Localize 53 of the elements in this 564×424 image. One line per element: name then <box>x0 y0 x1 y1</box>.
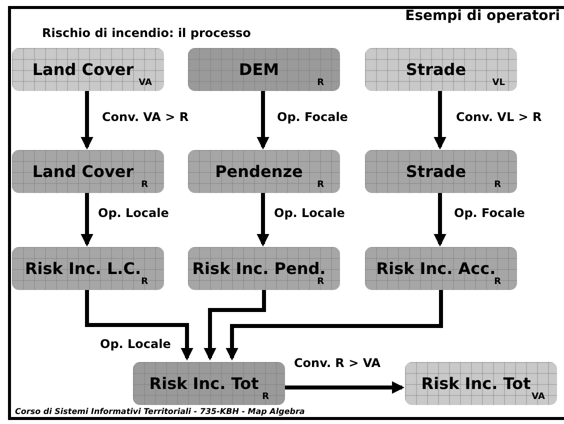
process-box <box>12 150 164 193</box>
type-subscript: VA <box>532 392 545 402</box>
arrow <box>256 91 270 150</box>
process-box <box>12 48 164 91</box>
arrow <box>434 91 446 150</box>
arrow <box>226 290 443 361</box>
box-label: Risk Inc. L.C. <box>24 259 142 278</box>
type-subscript: VA <box>138 78 152 88</box>
edge-label: Conv. R > VA <box>292 356 383 370</box>
type-subscript: R <box>141 180 148 190</box>
type-subscript: VL <box>492 78 505 88</box>
process-box <box>133 362 285 405</box>
edge-label: Conv. VA > R <box>100 110 191 124</box>
edge-label: Op. Locale <box>98 337 173 351</box>
arrow <box>204 290 266 361</box>
edge-label: Conv. VL > R <box>454 110 544 124</box>
box-label: Risk Inc. Acc. <box>376 259 496 278</box>
diagram-heading: Rischio di incendio: il processo <box>42 26 251 40</box>
type-subscript: R <box>317 277 324 287</box>
arrow <box>85 290 194 361</box>
box-label: Pendenze <box>215 162 303 181</box>
arrow <box>434 193 446 247</box>
arrow <box>80 193 94 247</box>
box-label: Risk Inc. Pend. <box>192 259 326 278</box>
edge-label: Op. Focale <box>275 110 350 124</box>
edge-label: Op. Locale <box>96 206 171 220</box>
edge-label: Op. Locale <box>272 206 347 220</box>
process-box <box>365 48 517 91</box>
arrow <box>256 193 270 247</box>
edge-label: Op. Focale <box>452 206 527 220</box>
type-subscript: R <box>262 392 269 402</box>
box-label: Land Cover <box>32 162 134 181</box>
box-label: Strade <box>406 60 466 79</box>
type-subscript: R <box>494 180 501 190</box>
box-label: DEM <box>238 60 280 79</box>
type-subscript: R <box>494 277 501 287</box>
box-label: Risk Inc. Tot <box>149 374 259 393</box>
process-box <box>12 247 164 290</box>
box-label: Land Cover <box>32 60 134 79</box>
box-label: Risk Inc. Tot <box>421 374 531 393</box>
process-box <box>188 150 340 193</box>
process-box <box>365 247 517 290</box>
type-subscript: R <box>317 180 324 190</box>
process-box <box>188 247 340 290</box>
process-box <box>405 362 557 405</box>
slide-title: Esempi di operatori <box>405 8 560 24</box>
process-box <box>188 48 340 91</box>
box-label: Strade <box>406 162 466 181</box>
arrow <box>80 91 94 150</box>
process-box <box>365 150 517 193</box>
arrow <box>285 381 405 394</box>
type-subscript: R <box>141 277 148 287</box>
type-subscript: R <box>317 78 324 88</box>
